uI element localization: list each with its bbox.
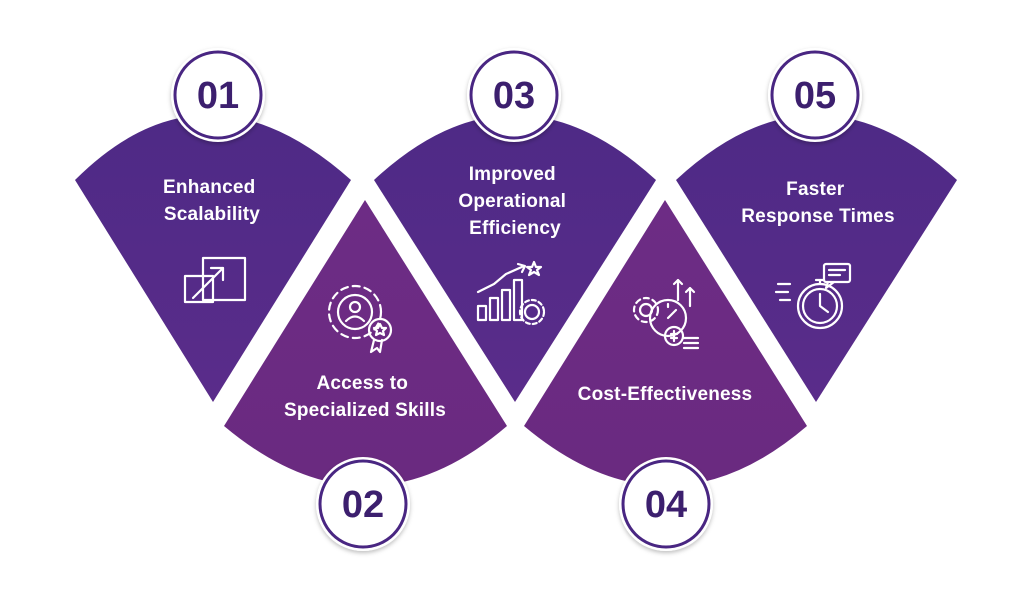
step-03-line-1: Improved [469,164,556,185]
step-05-shape [676,115,957,402]
step-05-line-1: Faster [786,179,845,200]
step-05-number: 05 [794,75,836,117]
step-04-label: Cost-Effectiveness [578,384,753,405]
step-01: Enhanced Scalability 01 [75,48,351,402]
step-04-number: 04 [645,484,687,526]
step-05-badge [768,48,862,142]
step-01-badge [171,48,265,142]
step-01-number: 01 [197,75,239,117]
step-02-label: Access to Specialized Skills [284,373,446,421]
step-03-number: 03 [493,75,535,117]
step-01-line-2: Scalability [164,204,260,225]
step-05-line-2: Response Times [741,206,894,227]
step-04-line-1: Cost-Effectiveness [578,384,753,405]
step-02-badge [316,457,410,551]
step-04-shape [524,200,807,486]
step-03-line-3: Efficiency [469,218,561,239]
step-03-shape [374,115,656,402]
step-03-badge [467,48,561,142]
step-05: Faster Response Times 05 [676,48,957,402]
step-02-line-2: Specialized Skills [284,400,446,421]
step-01-label: Enhanced Scalability [163,177,261,225]
step-01-line-1: Enhanced [163,177,255,198]
step-03-label: Improved Operational Efficiency [458,164,571,239]
step-03: Improved Operational Efficiency 03 [374,48,656,402]
specialized-skills-icon [327,284,393,354]
step-02-number: 02 [342,484,384,526]
step-05-label: Faster Response Times [741,179,894,227]
step-04-badge [619,457,713,551]
step-04: Cost-Effectiveness 04 [524,200,807,551]
cost-savings-icon [632,278,700,350]
stopwatch-icon [774,262,852,330]
step-02-shape [224,200,507,486]
step-02: Access to Specialized Skills 02 [224,200,507,551]
scalability-icon [183,256,247,304]
efficiency-growth-icon [476,260,546,326]
step-03-line-2: Operational [458,191,566,212]
step-02-line-1: Access to [316,373,408,394]
